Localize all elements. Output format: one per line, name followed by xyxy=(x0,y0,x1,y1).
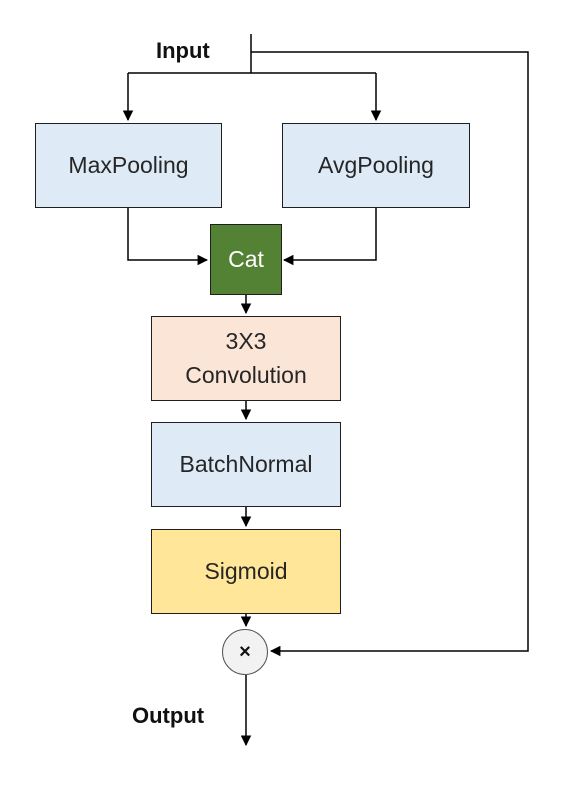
output-label: Output xyxy=(132,703,205,728)
convolution-node: 3X3 Convolution xyxy=(151,316,341,401)
residual-path-line xyxy=(251,51,529,657)
batchnormal-node: BatchNormal xyxy=(151,422,341,507)
maxpooling-node: MaxPooling xyxy=(35,123,222,208)
arrow-avgpooling-to-cat xyxy=(282,207,377,266)
cat-node: Cat xyxy=(210,224,282,295)
arrow-maxpooling-to-cat xyxy=(127,207,209,266)
convolution-line1: 3X3 xyxy=(225,328,267,355)
avgpooling-node: AvgPooling xyxy=(282,123,470,208)
convolution-line2: Convolution xyxy=(185,361,307,388)
sigmoid-node: Sigmoid xyxy=(151,529,341,614)
multiply-operator-icon: × xyxy=(222,629,268,675)
input-label: Input xyxy=(156,38,210,63)
